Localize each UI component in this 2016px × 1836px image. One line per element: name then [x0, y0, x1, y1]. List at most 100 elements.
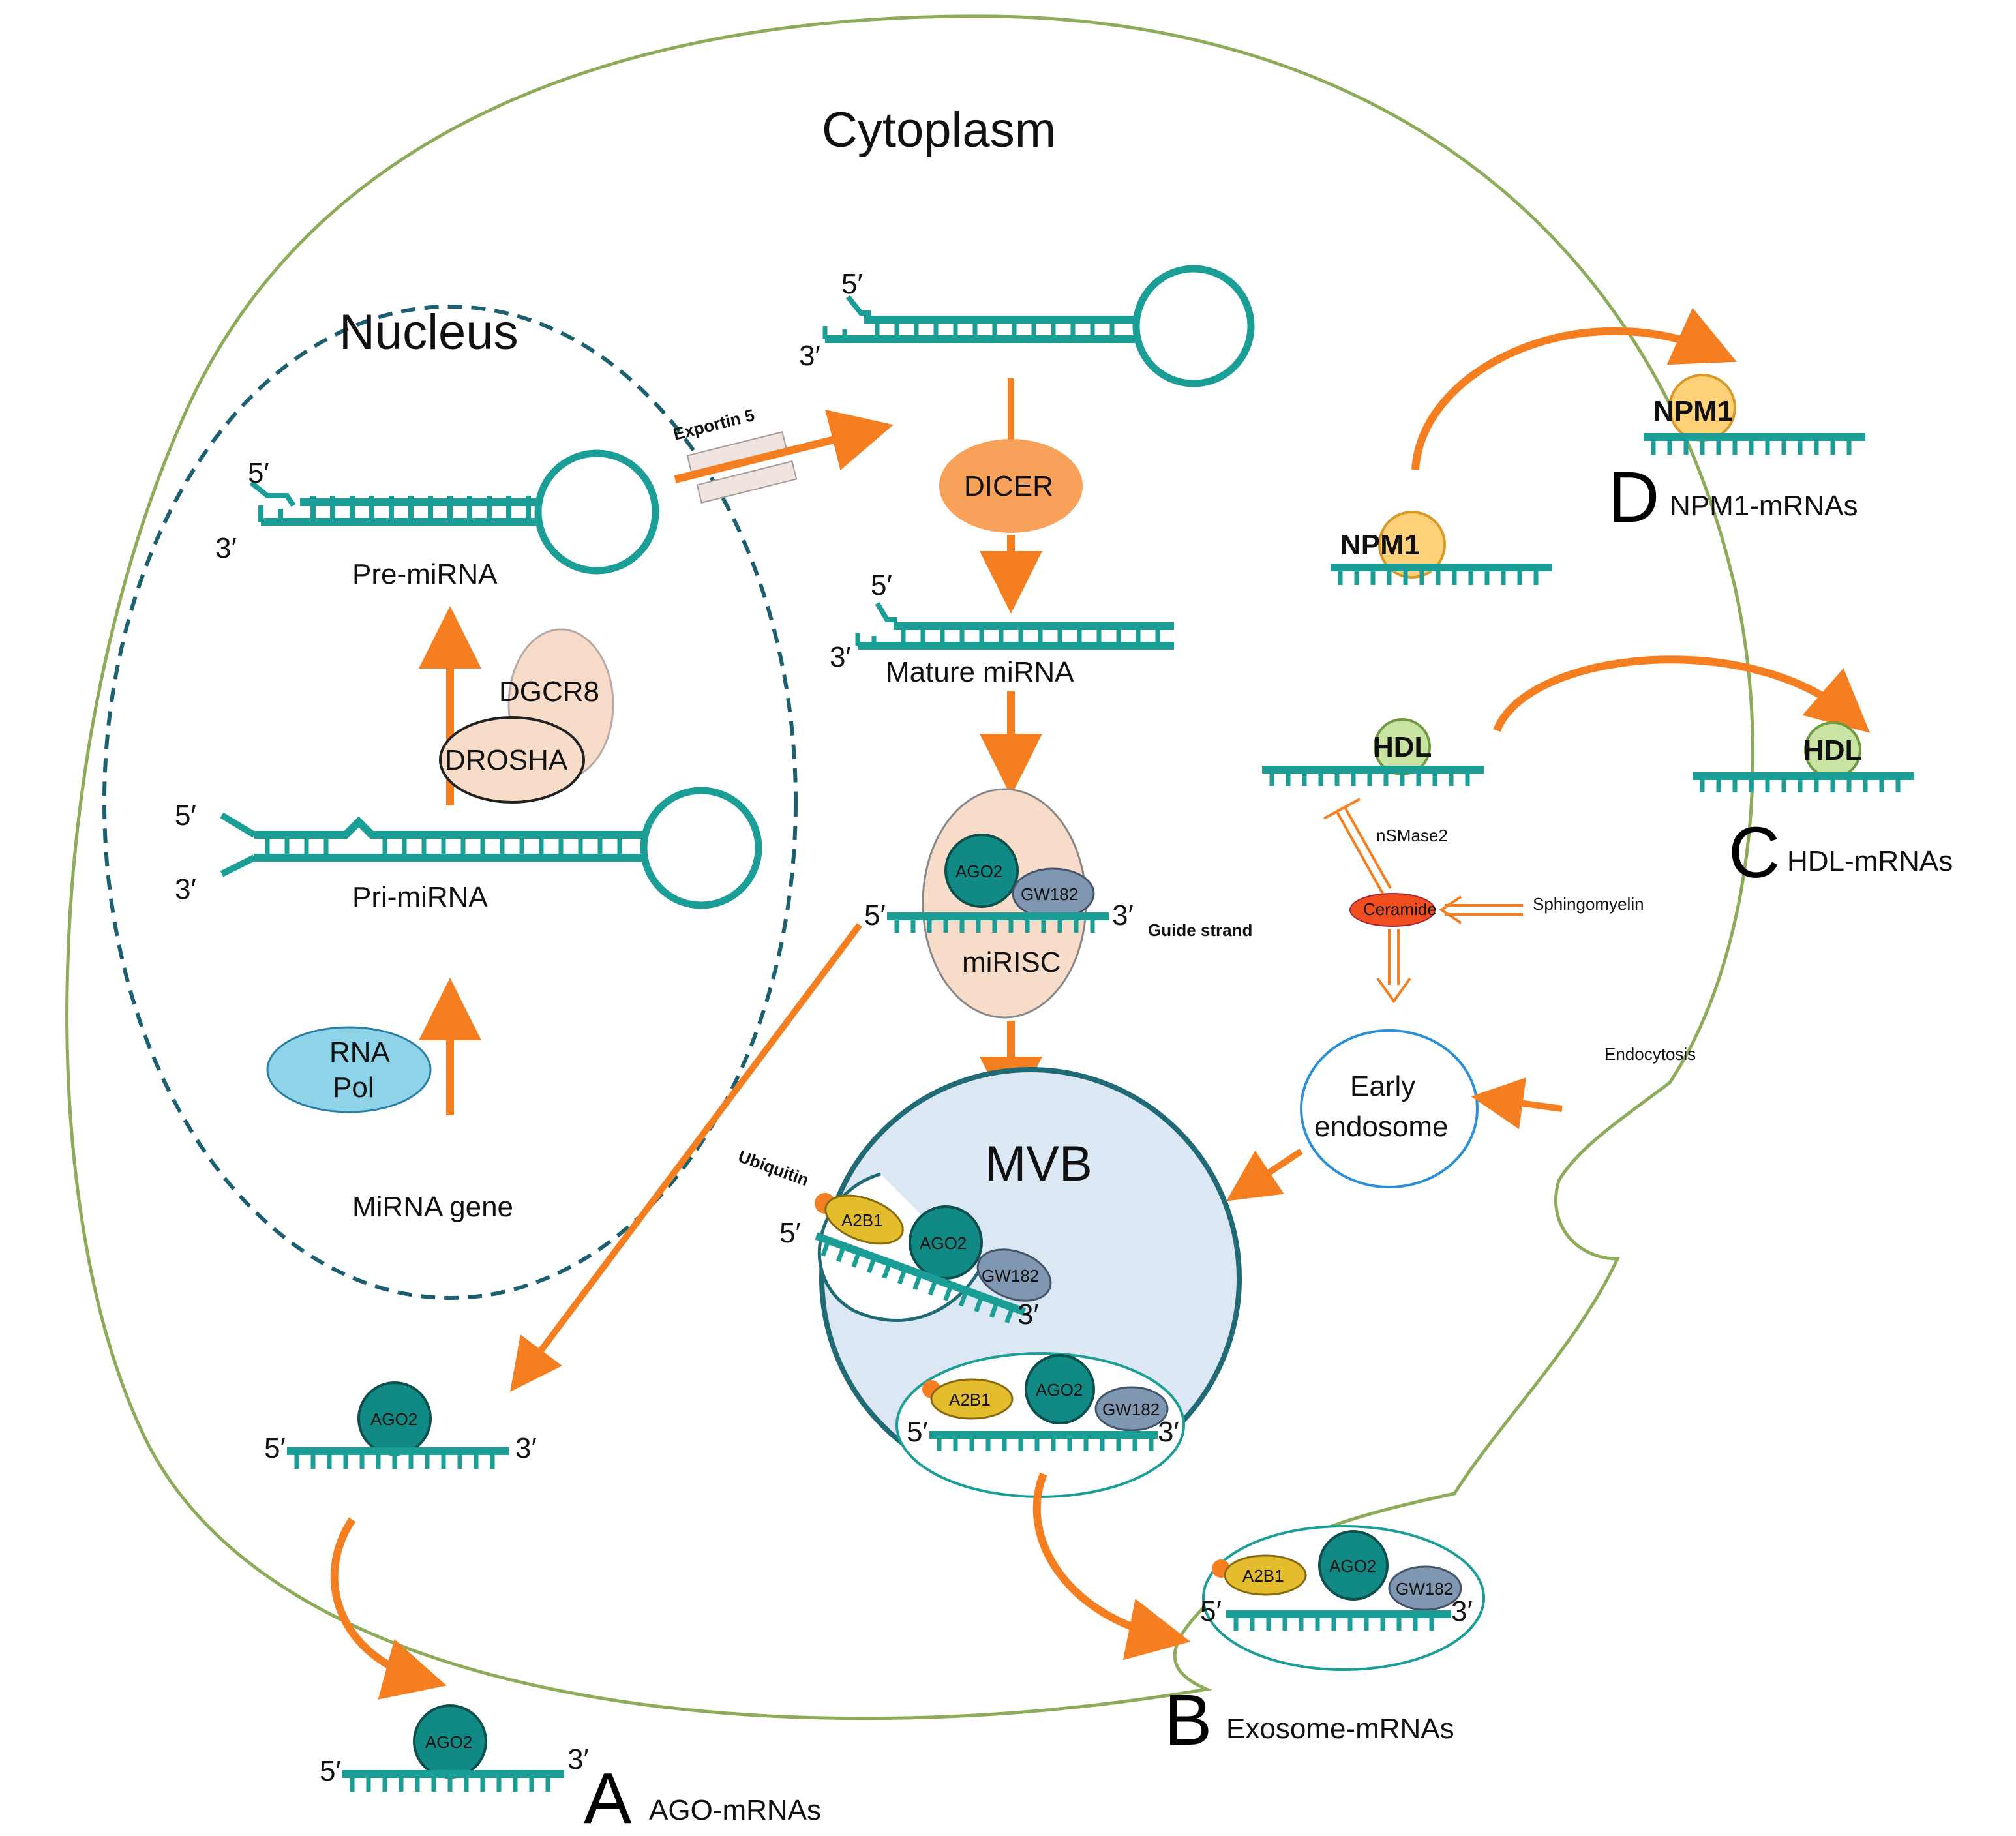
panel-a-caption: AGO-mRNAs: [649, 1794, 821, 1826]
arrow-ceramide-endosome-head: [1376, 977, 1411, 1004]
hdl-inner-strand: [1262, 766, 1484, 786]
nucleus-label: Nucleus: [339, 305, 519, 360]
panel-a-3prime: 3′: [567, 1743, 589, 1775]
vesicle-gw182-label: GW182: [1102, 1400, 1160, 1419]
mvb-a2b1-label: A2B1: [841, 1211, 883, 1230]
vesicle-a2b1-label: A2B1: [949, 1390, 991, 1409]
mirisc-ago2-label: AGO2: [955, 862, 1002, 881]
cyto-ago2-strand: [287, 1447, 509, 1469]
arrow-ceramide-to-endosome: [1388, 929, 1400, 985]
hdl-outer-label: HDL: [1803, 734, 1862, 766]
pre-mirna-label: Pre-miRNA: [352, 558, 498, 590]
mvb-strand-3prime: 3′: [1017, 1299, 1039, 1331]
pri-mirna-hairpin: [220, 787, 762, 909]
vesicle-ago2-label: AGO2: [1036, 1380, 1083, 1400]
mirisc-3prime: 3′: [1112, 899, 1134, 931]
arrow-mirisc-to-ago: [510, 923, 863, 1392]
panel-a-letter: A: [584, 1758, 632, 1836]
panel-b-caption: Exosome-mRNAs: [1226, 1713, 1454, 1745]
npm1-inner-label: NPM1: [1340, 529, 1420, 561]
cell-membrane: [65, 14, 1755, 1721]
arrow-hdl-export: [1493, 655, 1871, 733]
cyto-pre-mirna-3prime: 3′: [799, 340, 820, 372]
rna-pol-label-line2: Pol: [333, 1072, 374, 1104]
exosome-gw182: [1388, 1565, 1462, 1611]
pri-mirna-5prime: 5′: [175, 800, 196, 832]
cyto-pre-mirna-hairpin: [822, 265, 1255, 387]
exosome-3prime: 3′: [1451, 1595, 1473, 1627]
mirisc-ago2: [944, 834, 1019, 908]
mature-mirna-duplex: [855, 601, 1174, 650]
vesicle-5prime: 5′: [907, 1416, 928, 1448]
mvb-gw182: [976, 1248, 1052, 1302]
mirisc-guide-strand: [887, 912, 1109, 933]
early-endosome-label-line2: endosome: [1314, 1111, 1448, 1143]
nsmase2-label: nSMase2: [1376, 826, 1448, 845]
mvb-strand-5prime: 5′: [779, 1217, 801, 1249]
exosome-a2b1-label: A2B1: [1242, 1566, 1284, 1586]
pri-mirna-label: Pri-miRNA: [352, 881, 488, 913]
mirisc-label: miRISC: [962, 946, 1061, 978]
arrow-sphingomyelin-head: [1439, 895, 1462, 924]
hdl-inner-label: HDL: [1373, 731, 1432, 763]
arrow-sphingomyelin-to-ceramide: [1445, 904, 1523, 916]
arrow-endocytosis-to-endosome: [1471, 1077, 1563, 1130]
nucleus-envelope: [102, 305, 798, 1300]
npm1-outer-label: NPM1: [1653, 395, 1733, 427]
exosome-gw182-label: GW182: [1396, 1579, 1453, 1599]
mvb-ago2-label: AGO2: [920, 1233, 967, 1253]
panel-b-letter: B: [1164, 1680, 1212, 1760]
arrow-exportin: [674, 409, 894, 483]
exportin-5-label: Exportin 5: [671, 405, 757, 444]
dicer-enzyme: [939, 439, 1083, 533]
guide-strand-label: Guide strand: [1148, 920, 1252, 940]
mature-mirna-3prime: 3′: [830, 641, 851, 673]
ubiquitin-label: Ubiquitin: [736, 1146, 811, 1190]
vesicle-ago2: [1025, 1354, 1095, 1424]
mirna-gene-label: MiRNA gene: [352, 1191, 513, 1223]
ceramide: [1349, 893, 1436, 927]
npm1-outer-strand: [1644, 433, 1865, 455]
panel-a-ago2-label: AGO2: [425, 1732, 472, 1752]
mirisc-gw182-label: GW182: [1021, 884, 1078, 904]
panel-c-caption: HDL-mRNAs: [1787, 845, 1953, 877]
endocytosis-label: Endocytosis: [1604, 1044, 1696, 1064]
pre-mirna-3prime: 3′: [215, 532, 237, 564]
mirisc-5prime: 5′: [864, 899, 886, 931]
panel-d-caption: NPM1-mRNAs: [1670, 490, 1858, 522]
pre-mirna-hairpin: [249, 449, 659, 575]
cytoplasm-label: Cytoplasm: [822, 102, 1056, 158]
vesicle-a2b1: [930, 1378, 1014, 1420]
exosome-ago2: [1318, 1530, 1389, 1601]
mvb-ago2: [909, 1205, 983, 1280]
cyto-ago2-3prime: 3′: [515, 1432, 537, 1464]
mvb-label: MVB: [985, 1136, 1092, 1192]
drosha-protein: [439, 716, 585, 804]
cyto-ago2-5prime: 5′: [264, 1432, 286, 1464]
nsmase2-inhibition: [1323, 798, 1392, 894]
mvb-gw182-label: GW182: [982, 1266, 1039, 1286]
pri-mirna-3prime: 3′: [175, 873, 196, 905]
pre-mirna-5prime: 5′: [248, 457, 269, 489]
exosome-ago2-label: AGO2: [1329, 1556, 1376, 1576]
mature-mirna-label: Mature miRNA: [886, 656, 1074, 688]
sphingomyelin-label: Sphingomyelin: [1533, 894, 1644, 914]
exosome-5prime: 5′: [1200, 1595, 1222, 1627]
arrow-ago-export: [330, 1517, 447, 1700]
hdl-outer-strand: [1693, 772, 1914, 792]
drosha-label: DROSHA: [445, 744, 568, 776]
cyto-pre-mirna-5prime: 5′: [841, 268, 863, 300]
early-endosome: [1300, 1029, 1479, 1188]
dicer-label: DICER: [964, 470, 1053, 502]
arrow-endosome-to-mvb: [1226, 1148, 1303, 1201]
ceramide-label: Ceramide: [1363, 899, 1437, 919]
dgcr8-label: DGCR8: [499, 676, 599, 708]
panel-a-strand: [342, 1770, 564, 1792]
rna-pol-protein: [266, 1026, 432, 1113]
exosome-a2b1: [1224, 1554, 1307, 1596]
arrow-mvb-to-exosome: [1032, 1472, 1191, 1661]
arrow-npm1-export: [1411, 307, 1737, 470]
vesicle-strand: [929, 1431, 1158, 1451]
rna-pol-label-line1: RNA: [329, 1036, 391, 1068]
mvb-strand: [815, 1232, 1027, 1324]
